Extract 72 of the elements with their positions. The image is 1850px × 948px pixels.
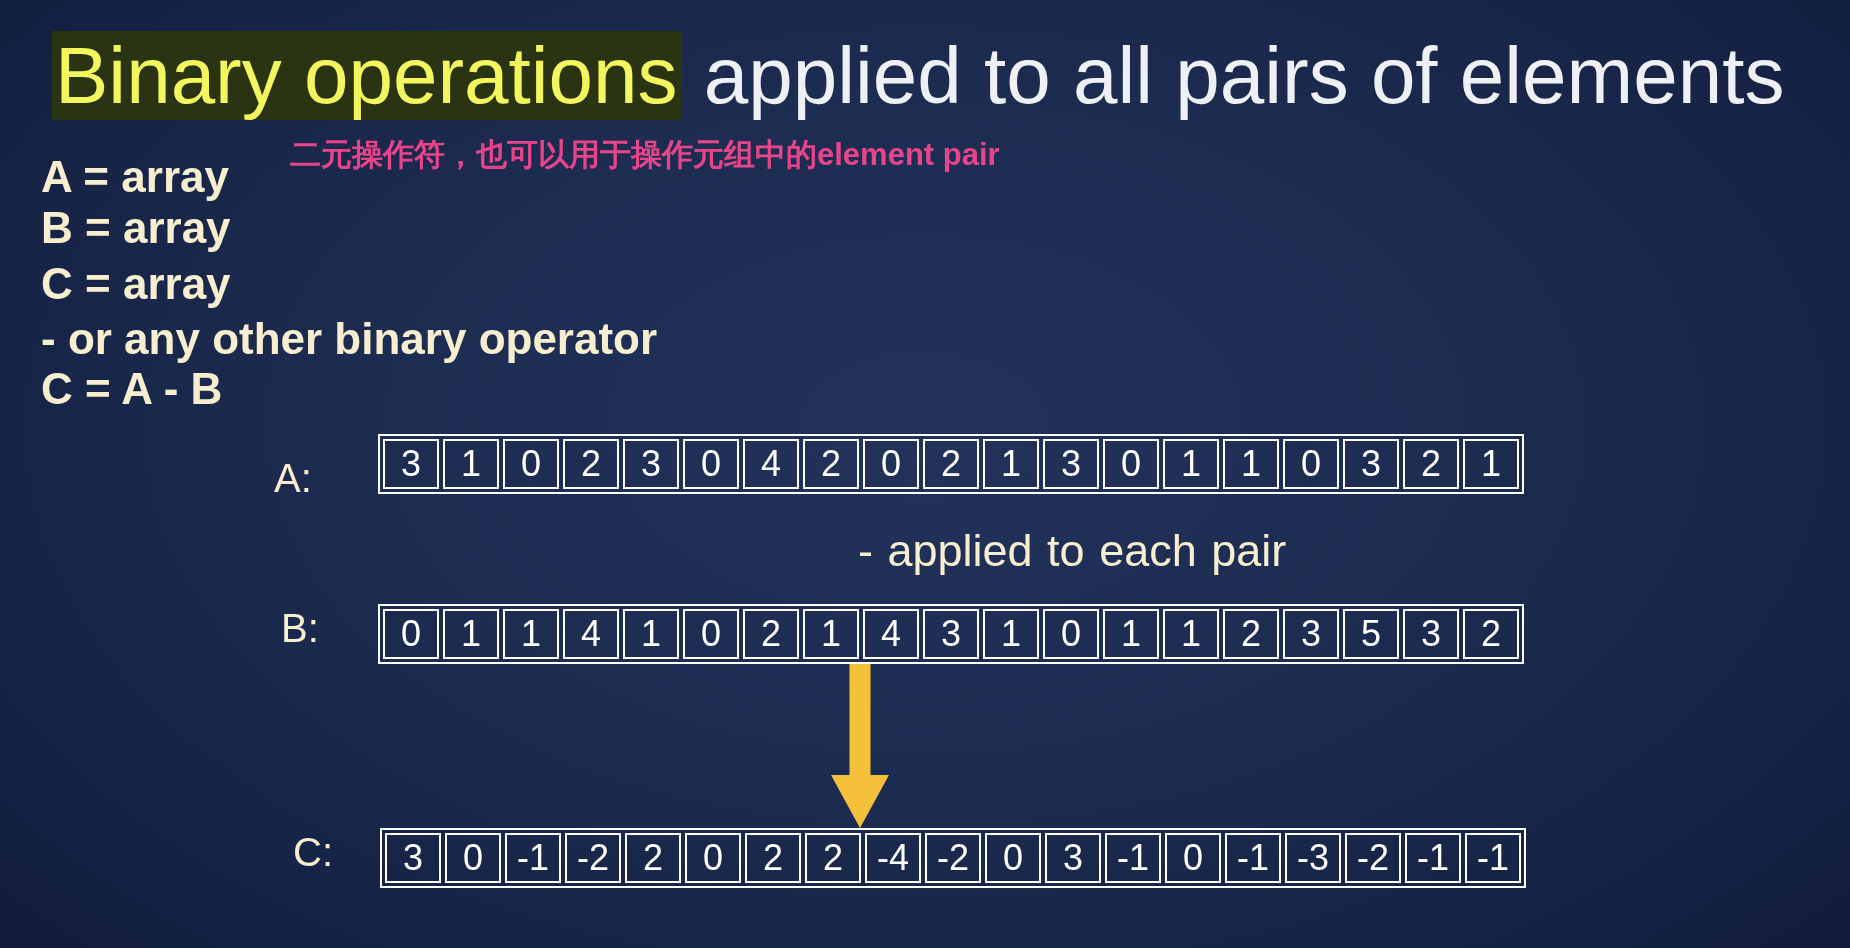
array-cell: 3 [923,609,979,659]
array-cell: 3 [1403,609,1459,659]
array-cell: 0 [503,439,559,489]
array-cell: 1 [983,439,1039,489]
array-cell: 3 [385,833,441,883]
array-cell: 3 [1343,439,1399,489]
array-cell: 2 [1403,439,1459,489]
array-cell: 2 [803,439,859,489]
array-cell: -1 [505,833,561,883]
array-cell: 0 [1103,439,1159,489]
arrow [831,664,889,828]
array-cell: 2 [1223,609,1279,659]
array-label: B: [281,605,319,651]
definition-text: C = array [41,259,231,309]
array-cell: 0 [685,833,741,883]
array-cell: -4 [865,833,921,883]
annotation-text: 二元操作符，也可以用于操作元组中的element pair [290,137,1000,173]
array-cell: 1 [1223,439,1279,489]
array-box [378,604,1524,664]
array-cell: -3 [1285,833,1341,883]
slide-title: Binary operations applied to all pairs of elements [52,32,1785,120]
array-cell: 1 [1103,609,1159,659]
array-cell: 3 [1043,439,1099,489]
array-cell: 0 [1165,833,1221,883]
array-cell: 0 [683,439,739,489]
array-cell: 2 [923,439,979,489]
array-box [380,828,1526,888]
array-cell: -2 [1345,833,1401,883]
array-cell: 2 [1463,609,1519,659]
array-cell: 3 [1283,609,1339,659]
array-cell: 2 [805,833,861,883]
array-cell: 2 [563,439,619,489]
array-cell: -1 [1465,833,1521,883]
array-cell: 1 [983,609,1039,659]
array-cell: 3 [1045,833,1101,883]
array-cell: 1 [1463,439,1519,489]
array-cell: 3 [623,439,679,489]
array-cell: 5 [1343,609,1399,659]
array-cell: 0 [1043,609,1099,659]
array-cell: -1 [1405,833,1461,883]
array-cell: 4 [563,609,619,659]
array-cell: -1 [1225,833,1281,883]
array-cell: 2 [625,833,681,883]
array-cell: 1 [1163,609,1219,659]
array-cell: 0 [863,439,919,489]
definition-text: - or any other binary operator [41,314,658,364]
array-box [378,434,1524,494]
array-label: C: [293,829,333,875]
array-cell: 2 [745,833,801,883]
array-cell: 2 [743,609,799,659]
array-cell: 0 [445,833,501,883]
array-cell: -1 [1105,833,1161,883]
array-cell: 0 [1283,439,1339,489]
array-cell: 4 [863,609,919,659]
array-cell: 1 [803,609,859,659]
definition-text: B = array [41,203,231,253]
caption-text: - applied to each pair [858,526,1287,576]
array-cell: 1 [503,609,559,659]
array-cell: 0 [683,609,739,659]
formula-text: C = A - B [41,364,223,414]
array-label: A: [274,455,312,501]
array-cell: 1 [443,439,499,489]
array-cell: -2 [565,833,621,883]
definition-text: A = array [41,152,229,202]
array-cell: 0 [383,609,439,659]
array-cell: 3 [383,439,439,489]
array-cell: 1 [443,609,499,659]
array-cell: 0 [985,833,1041,883]
array-cell: 1 [623,609,679,659]
array-cell: 1 [1163,439,1219,489]
array-cell: -2 [925,833,981,883]
array-cell: 4 [743,439,799,489]
